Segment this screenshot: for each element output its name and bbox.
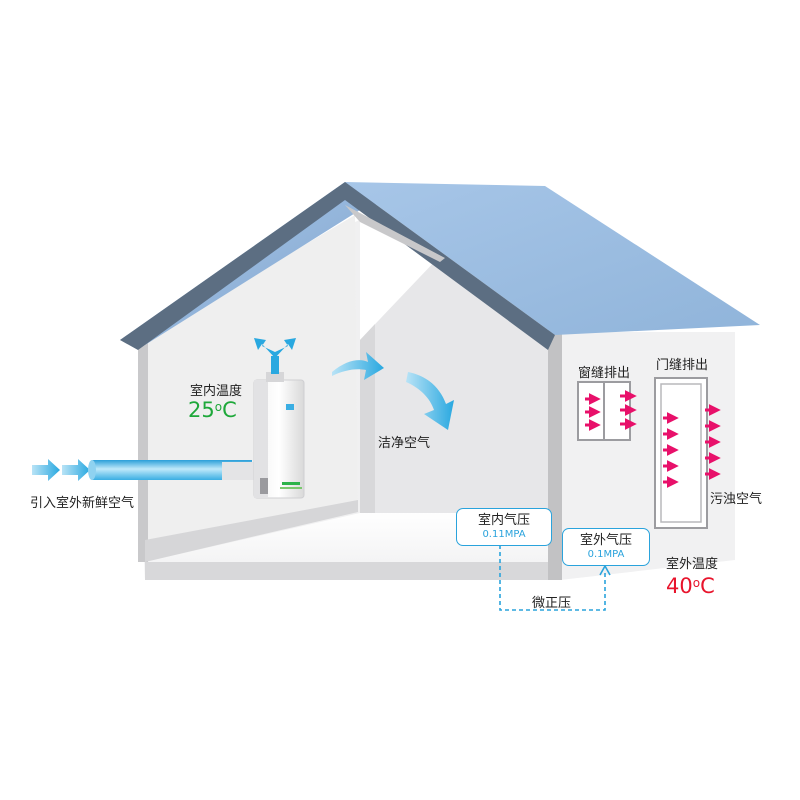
micro-positive-pressure-label: 微正压 <box>532 596 572 611</box>
indoor-pressure-value: 0.11MPA <box>482 529 526 540</box>
roof-main <box>345 182 760 335</box>
dashed-connector-icon <box>499 545 606 611</box>
clean-air-arrow-1 <box>332 352 384 380</box>
intake-pipe <box>92 460 252 480</box>
intake-arrows <box>32 459 90 481</box>
door-exhaust-arrows <box>663 404 721 488</box>
indoor-pressure-box: 室内气压 0.11MPA <box>456 508 552 546</box>
floor-slab <box>145 562 548 580</box>
outlet-arrows <box>254 338 296 374</box>
indoor-pressure-title: 室内气压 <box>477 513 530 528</box>
roof-underside <box>345 205 445 262</box>
back-wall-shadow <box>360 324 375 513</box>
clean-air-label: 洁净空气 <box>378 436 431 451</box>
window-gap-label: 窗缝排出 <box>578 366 631 381</box>
outdoor-pressure-value: 0.1MPA <box>587 549 625 560</box>
indoor-temperature-title: 室内温度 <box>190 384 243 399</box>
outdoor-temperature-title: 室外温度 <box>666 557 719 572</box>
indoor-temperature-value: 25oC <box>188 398 237 422</box>
window-exhaust-arrows <box>585 390 637 431</box>
fresh-air-intake-label: 引入室外新鲜空气 <box>30 496 135 511</box>
door-gap-label: 门缝排出 <box>656 358 709 373</box>
outdoor-pressure-title: 室外气压 <box>579 533 632 548</box>
clean-air-arrow-2 <box>406 372 454 430</box>
left-wall-edge <box>138 340 148 562</box>
outdoor-temperature-value: 40oC <box>666 574 715 598</box>
back-wall <box>360 258 548 513</box>
door <box>654 377 708 529</box>
dirty-air-label: 污浊空气 <box>710 492 763 507</box>
outdoor-pressure-box: 室外气压 0.1MPA <box>562 528 650 566</box>
ventilation-unit-icon <box>253 372 305 499</box>
left-wall-shadow <box>145 500 358 562</box>
